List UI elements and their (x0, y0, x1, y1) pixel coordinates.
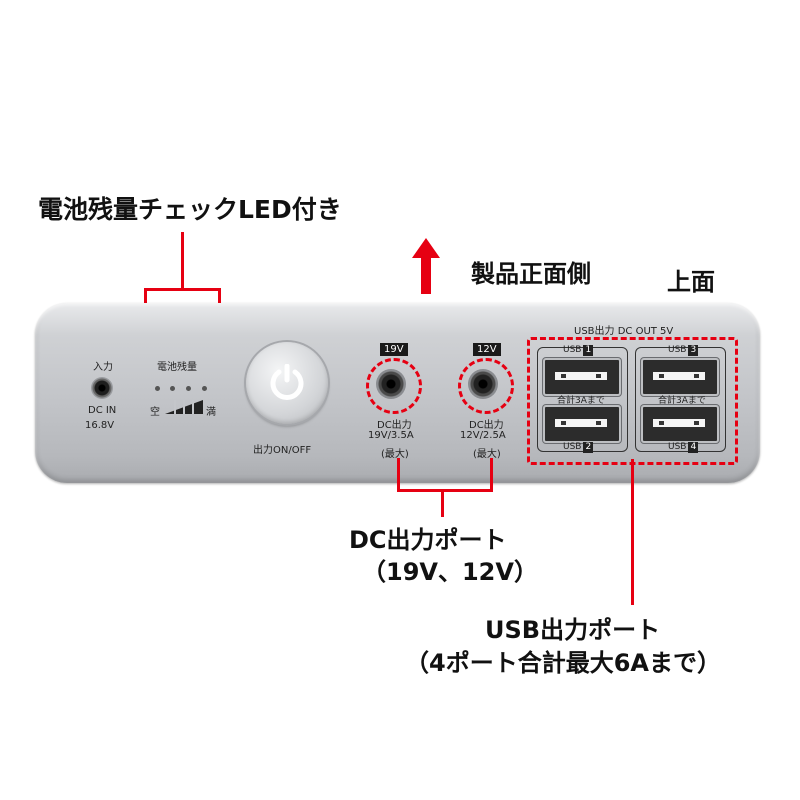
dc-callout-line-vertical (441, 489, 444, 517)
dc19-label-line1: DC出力 (377, 420, 412, 431)
usb4-prefix: USB (668, 442, 687, 452)
battery-led-callout: 電池残量チェックLED付き (38, 195, 342, 224)
usb-left-total: 合計3Aまで (557, 396, 605, 406)
dc12-label-line3: (最大) (473, 449, 501, 460)
usb4-tongue (653, 419, 705, 427)
battery-callout-line-vertical (181, 232, 184, 290)
battery-led-2 (170, 386, 175, 391)
dc-output-callout-line2: （19V、12V） (362, 558, 538, 586)
battery-full-label: 満 (206, 407, 216, 418)
usb3-tongue (653, 372, 705, 380)
dc-output-callout-line1: DC出力ポート (349, 526, 507, 554)
top-face-label: 上面 (667, 268, 715, 296)
dc-callout-line-left (397, 458, 400, 491)
usb2-prefix: USB (563, 442, 582, 452)
front-side-label: 製品正面側 (471, 260, 591, 288)
usb-callout-line (631, 459, 634, 605)
dc-in-jack[interactable] (91, 377, 113, 399)
battery-level-icon (165, 400, 203, 414)
dc19-output-port[interactable] (376, 369, 406, 399)
usb3-number: 3 (688, 345, 699, 356)
usb-output-callout-line1: USB出力ポート (485, 616, 661, 644)
usb3-port[interactable] (641, 358, 719, 396)
usb-output-callout-line2: （4ポート合計最大6Aまで） (405, 649, 721, 677)
dc19-highlight (366, 358, 422, 414)
power-button[interactable] (246, 342, 328, 424)
usb2-number: 2 (583, 442, 594, 453)
usb3-prefix: USB (668, 345, 687, 355)
usb-right-group (635, 347, 726, 452)
usb1-prefix: USB (563, 345, 582, 355)
dc19-label-line2: 19V/3.5A (368, 430, 414, 441)
battery-label: 電池残量 (157, 362, 197, 373)
dc-callout-line-horizontal (397, 489, 493, 492)
dc19-label-line3: (最大) (381, 449, 409, 460)
usb2-port[interactable] (543, 405, 621, 443)
usb-header: USB出力 DC OUT 5V (574, 326, 674, 337)
battery-empty-label: 空 (150, 407, 160, 418)
dc19-badge: 19V (380, 343, 408, 356)
usb4-port[interactable] (641, 405, 719, 443)
dc-in-label: DC IN (88, 405, 117, 416)
usb1-tongue (555, 372, 607, 380)
dc-callout-line-right (490, 458, 493, 491)
battery-led-4 (202, 386, 207, 391)
usb-left-group (537, 347, 628, 452)
usb4-number: 4 (688, 442, 699, 453)
dc-in-voltage: 16.8V (85, 420, 115, 431)
dc12-badge: 12V (473, 343, 501, 356)
dc12-output-port[interactable] (468, 369, 498, 399)
usb-right-total: 合計3Aまで (658, 396, 706, 406)
battery-led-3 (186, 386, 191, 391)
power-icon (270, 364, 304, 400)
dc12-label-line1: DC出力 (469, 420, 504, 431)
dc12-highlight (458, 358, 514, 414)
dc12-label-line2: 12V/2.5A (460, 430, 506, 441)
battery-callout-line-horizontal (144, 288, 221, 291)
battery-led-1 (155, 386, 160, 391)
usb1-port[interactable] (543, 358, 621, 396)
input-label: 入力 (93, 362, 113, 373)
arrow-up-icon (412, 238, 440, 294)
usb1-number: 1 (583, 345, 594, 356)
power-label: 出力ON/OFF (253, 445, 312, 456)
usb2-tongue (555, 419, 607, 427)
